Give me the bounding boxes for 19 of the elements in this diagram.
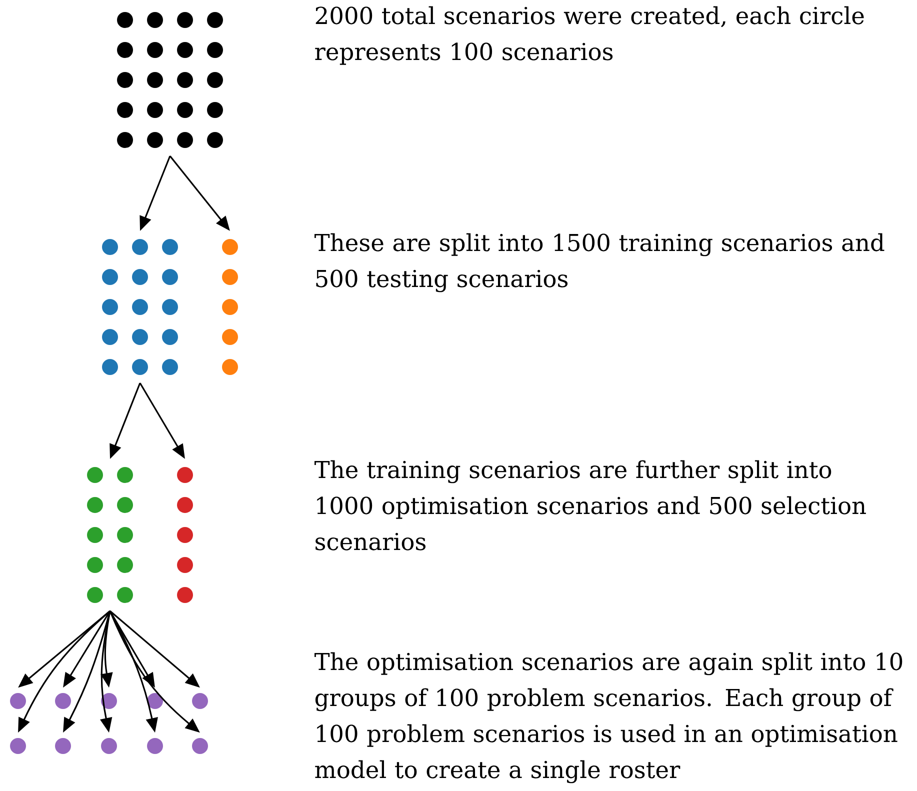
dot [10, 693, 26, 709]
dot [55, 738, 71, 754]
dot-grid [87, 467, 133, 603]
dot [192, 738, 208, 754]
dot [101, 738, 117, 754]
dot [10, 738, 26, 754]
dot [101, 693, 117, 709]
description-text: The optimisation scenarios are again split into 10 groups of 100 problem scenarios. Each group of 100 problem scenarios is used in an optimisation model to create a single roster [314, 652, 902, 784]
dot-grid [102, 239, 178, 375]
description-text: These are split into 1500 training scenarios and 500 testing scenarios [314, 233, 884, 292]
dot-grid [177, 467, 193, 603]
dot [55, 693, 71, 709]
dot [147, 693, 163, 709]
dot-grid [117, 12, 223, 148]
dot [147, 738, 163, 754]
description-text: The training scenarios are further split into 1000 optimisation scenarios and 500 selection scenarios [314, 460, 866, 550]
description-text: 2000 total scenarios were created, each circle represents 100 scenarios [315, 6, 864, 65]
dot [192, 693, 208, 709]
dot-grid [222, 239, 238, 375]
